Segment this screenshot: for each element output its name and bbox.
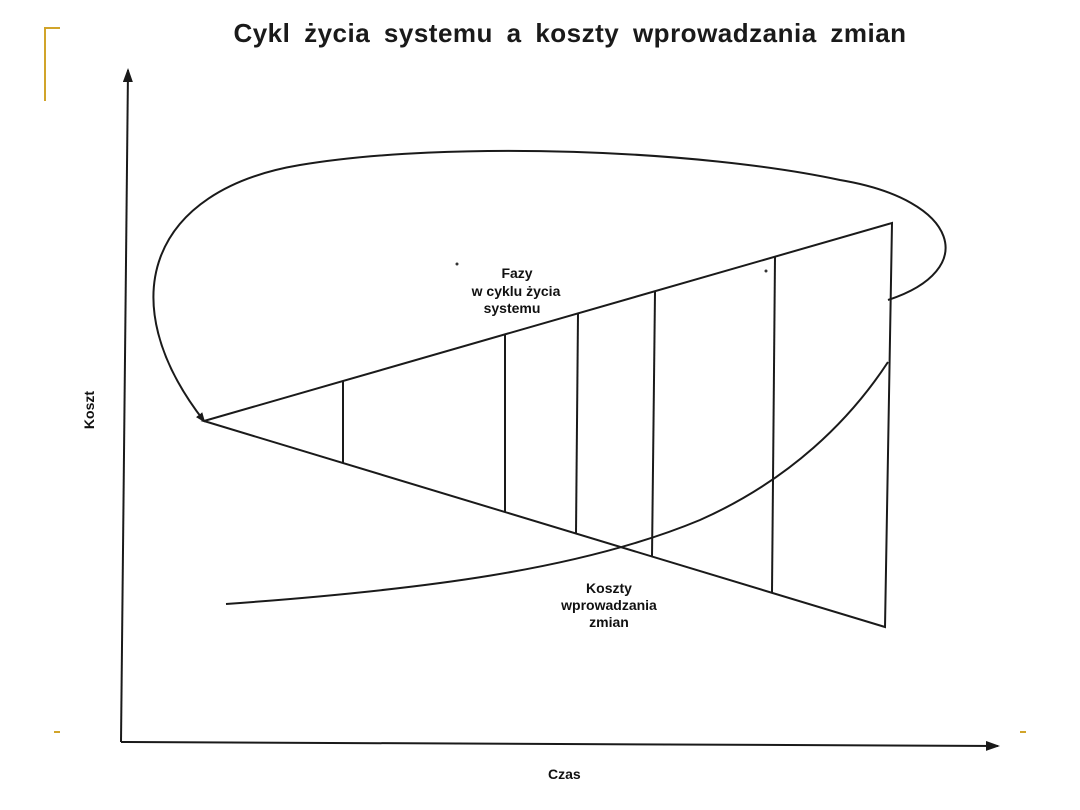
costs-label-line-3: zmian [589, 614, 629, 630]
speck-mark [455, 262, 459, 266]
change-cost-curve [225, 361, 889, 605]
slide-right-accent-tick [1020, 731, 1026, 733]
phase-divider-5 [771, 256, 776, 593]
speck-mark [764, 269, 768, 273]
phases-label-line-3: systemu [484, 300, 541, 316]
costs-label-line-2: wprowadzania [560, 597, 657, 613]
phases-label-line-2: w cyklu życia [471, 283, 561, 299]
x-axis-label: Czas [548, 766, 581, 782]
x-axis [120, 740, 1000, 751]
phases-triangle [200, 221, 894, 629]
y-axis-label: Koszt [81, 391, 97, 429]
lifecycle-loop [152, 149, 947, 423]
slide-title: Cykl życia systemu a koszty wprowadzania… [233, 18, 907, 48]
phases-label-line-1: Fazy [501, 265, 532, 281]
slide-corner-accent [44, 27, 60, 101]
y-axis [120, 68, 133, 743]
costs-label-line-1: Koszty [586, 580, 632, 596]
slide-left-accent-tick [54, 731, 60, 733]
phase-divider-4 [651, 291, 656, 557]
phase-divider-3 [575, 313, 579, 534]
